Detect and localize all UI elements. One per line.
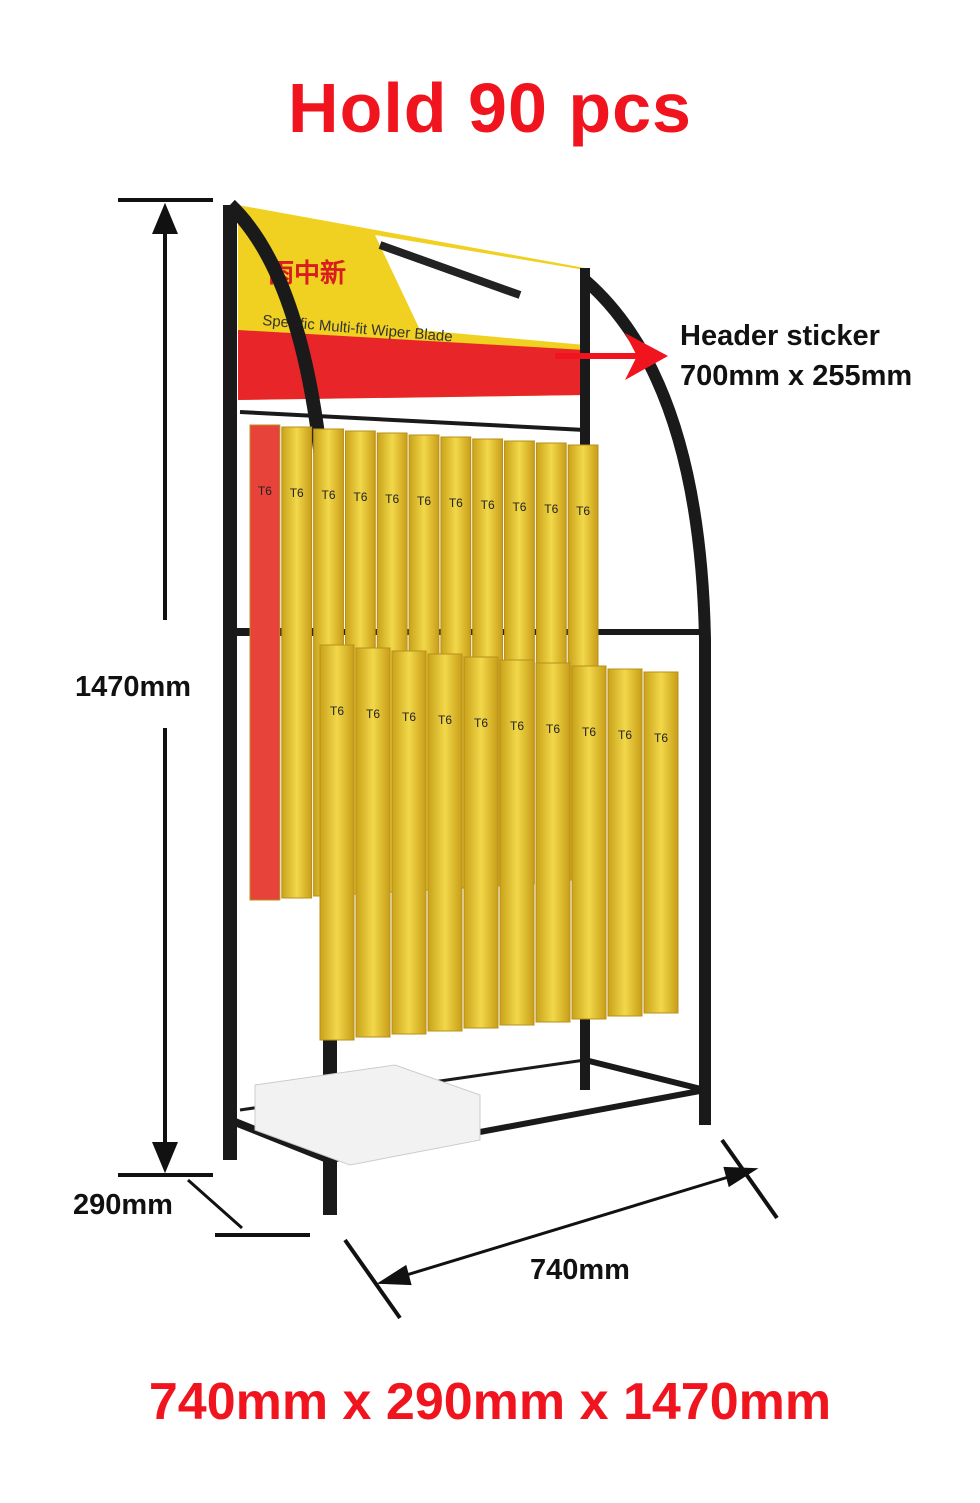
depth-label: 290mm: [73, 1189, 173, 1221]
package-code: T6: [417, 494, 431, 508]
wiper-package: [571, 665, 607, 1020]
height-label: 1470mm: [75, 671, 192, 703]
package-code: T6: [512, 500, 526, 514]
arrow-right-icon: [625, 333, 668, 380]
header-sticker-size: 700mm x 255mm: [680, 360, 913, 392]
package-code: T6: [353, 490, 367, 504]
wiper-package: [535, 662, 571, 1023]
headline: Hold 90 pcs: [288, 69, 692, 147]
arrow-up-icon: [152, 202, 178, 234]
wiper-package: [281, 426, 313, 899]
wiper-package: [643, 671, 679, 1014]
wiper-package: [249, 424, 281, 901]
package-code: T6: [449, 496, 463, 510]
header-sticker-label: Header sticker: [680, 320, 880, 352]
wiper-package: [463, 656, 499, 1029]
storage-box: [254, 1064, 481, 1166]
package-code: T6: [322, 488, 336, 502]
package-code: T6: [402, 710, 416, 724]
package-code: T6: [576, 504, 590, 518]
wiper-package: [355, 647, 391, 1038]
package-code: T6: [481, 498, 495, 512]
package-code: T6: [258, 484, 272, 498]
package-code: T6: [438, 713, 452, 727]
package-code: T6: [654, 731, 668, 745]
width-label: 740mm: [530, 1254, 630, 1286]
package-code: T6: [582, 725, 596, 739]
package-code: T6: [510, 719, 524, 733]
package-code: T6: [474, 716, 488, 730]
wiper-package: [319, 644, 355, 1041]
wiper-package: [607, 668, 643, 1017]
dimension-lines: [118, 198, 779, 1320]
wiper-package: [391, 650, 427, 1035]
package-code: T6: [546, 722, 560, 736]
package-code: T6: [290, 486, 304, 500]
arrow-down-icon: [152, 1142, 178, 1174]
package-code: T6: [366, 707, 380, 721]
package-code: T6: [330, 704, 344, 718]
package-code: T6: [385, 492, 399, 506]
wiper-package: [499, 659, 535, 1026]
footer-dimensions: 740mm x 290mm x 1470mm: [148, 1373, 832, 1431]
wiper-package: [427, 653, 463, 1032]
package-code: T6: [544, 502, 558, 516]
header-arrow: [555, 333, 668, 380]
package-code: T6: [618, 728, 632, 742]
